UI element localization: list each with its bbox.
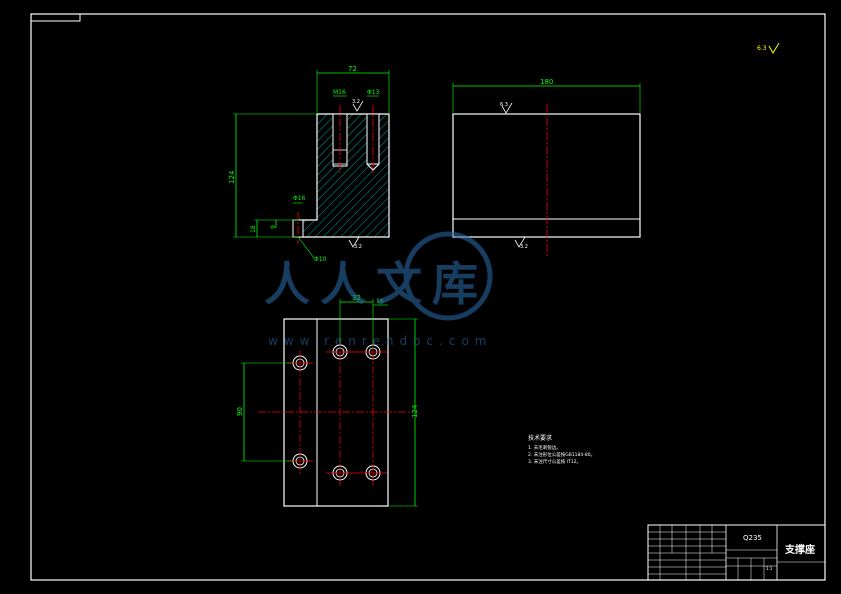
tech-note-item: 2. 未注形位公差按GB1184-80。 <box>528 451 595 458</box>
dim-top-height-124: 124 <box>411 404 419 418</box>
dim-step-18: 18 <box>250 225 257 233</box>
front-roughness-bottom: 3.2 <box>354 244 362 250</box>
roughness-general-value: 6.3 <box>757 45 767 52</box>
side-roughness-top: 6.3 <box>500 102 508 108</box>
dim-front-height: 124 <box>228 170 236 184</box>
title-block-scale: 1:1 <box>766 566 773 571</box>
title-block: Q235 支撑座 1:1 <box>647 524 826 581</box>
title-block-material: Q235 <box>743 534 762 542</box>
dim-top-pitch-32: 32 <box>352 294 361 302</box>
dim-hole-m16: M16 <box>333 89 346 96</box>
dim-top-offset-16: 16 <box>376 298 384 305</box>
sheet-outer-border <box>30 13 826 581</box>
top-view: 32 16 124 90 <box>236 294 419 507</box>
front-roughness-top: 3.2 <box>352 99 360 105</box>
watermark-url: www.renrendoc.com <box>268 334 492 348</box>
tech-notes-heading: 技术要求 <box>528 434 552 442</box>
watermark-text: 人人文库 <box>264 257 488 311</box>
side-roughness-bottom: 3.2 <box>520 244 528 250</box>
sheet-corner-tab <box>30 13 81 22</box>
front-view: 72 124 18 9 M16 Φ13 Φ16 Φ10 3.2 3.2 <box>228 65 390 263</box>
watermark-logo-ring <box>403 231 493 321</box>
dim-step-9: 9 <box>270 225 277 229</box>
dim-front-width: 72 <box>348 65 357 73</box>
watermark: 人人文库 www.renrendoc.com <box>264 231 493 348</box>
dim-hole-d10: Φ10 <box>314 256 327 263</box>
dim-hole-d16: Φ16 <box>293 195 306 202</box>
roughness-symbol-general: 6.3 <box>757 42 780 54</box>
side-view-outline <box>452 113 641 238</box>
dim-side-width: 180 <box>540 78 553 86</box>
title-block-part-name: 支撑座 <box>784 543 815 556</box>
tech-note-item: 1. 去毛刺锐边。 <box>528 444 561 451</box>
tech-note-item: 3. 未注尺寸公差按 IT12。 <box>528 458 581 465</box>
dim-top-vertical-90: 90 <box>236 407 244 416</box>
top-view-outline <box>283 318 389 507</box>
side-view: 180 6.3 3.2 <box>452 78 641 258</box>
dim-hole-d13: Φ13 <box>367 89 380 96</box>
technical-notes: 技术要求 1. 去毛刺锐边。 2. 未注形位公差按GB1184-80。 3. 未… <box>528 434 595 465</box>
